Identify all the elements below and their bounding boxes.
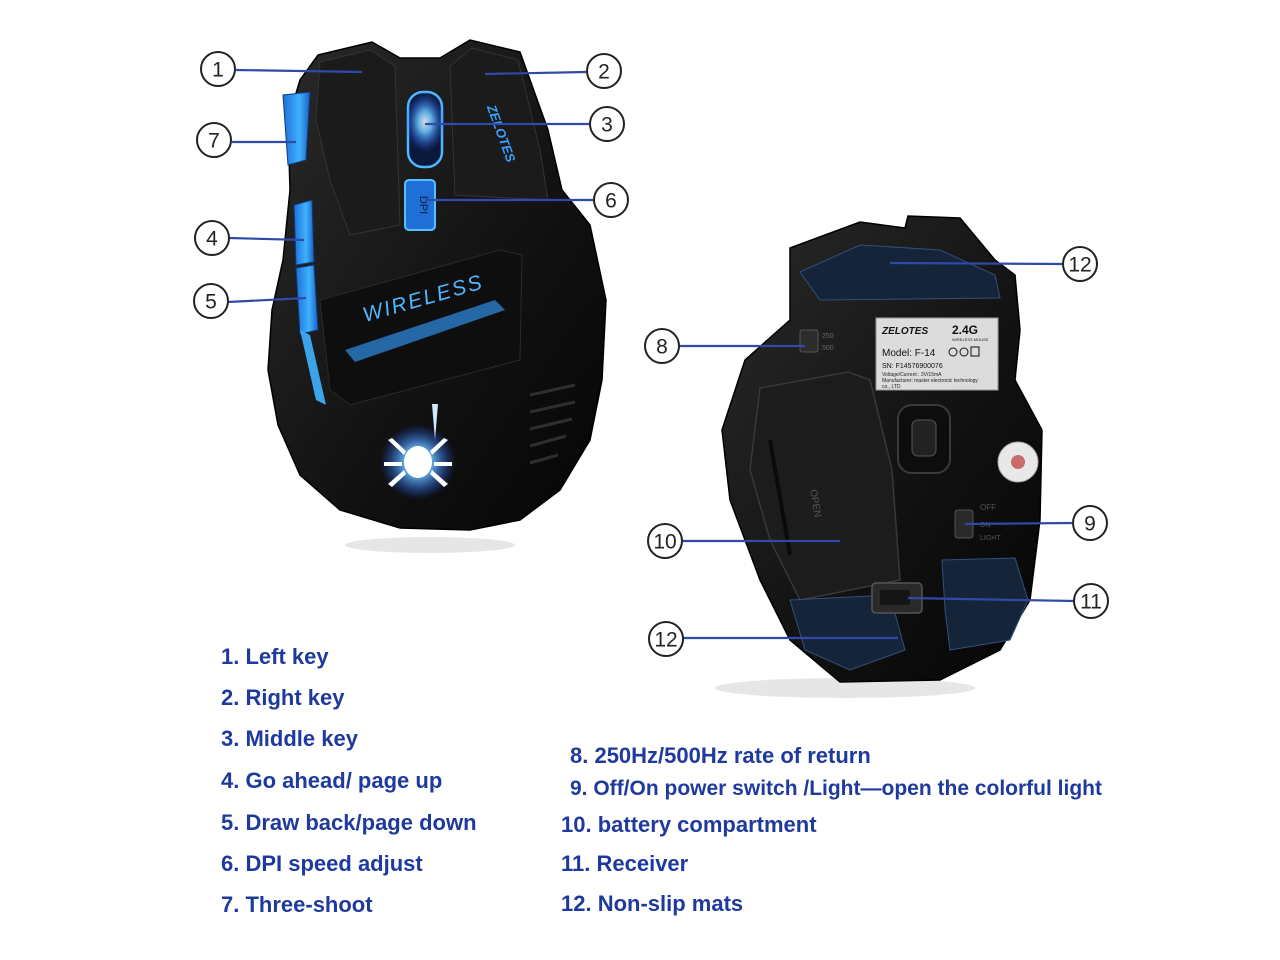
- label-subtitle: WIRELESS MOUSE: [952, 337, 989, 342]
- callout-10-number: 10: [653, 531, 676, 554]
- legend-item-12: 12. Non-slip mats: [561, 891, 744, 916]
- receiver-tab: [880, 590, 910, 605]
- glow-stripe-center: [345, 300, 505, 362]
- callout-12-top: 12: [1062, 246, 1098, 282]
- callout-2-number: 2: [598, 61, 610, 84]
- callout-10: 10: [647, 523, 683, 559]
- back-key[interactable]: [295, 264, 319, 335]
- rate-switch[interactable]: [799, 329, 819, 353]
- label-model: Model: F-14: [882, 348, 936, 359]
- top-mouse-shadow: [345, 537, 515, 553]
- callout-8: 8: [644, 328, 680, 364]
- switch-on-label: ON: [980, 522, 991, 529]
- forward-key[interactable]: [293, 199, 315, 266]
- glow-stripe-left: [300, 330, 326, 405]
- optical-sensor-lens: [911, 419, 937, 457]
- legend-item-11: 11. Receiver: [561, 851, 689, 876]
- label-sn: SN: F14576900076: [882, 363, 943, 370]
- callout-1: 1: [200, 51, 236, 87]
- label-band: 2.4G: [952, 323, 978, 337]
- legend-item-9: 9. Off/On power switch /Light—open the c…: [570, 777, 1102, 800]
- logo-sparkle: [432, 404, 438, 440]
- bottom-mouse-shadow: [715, 678, 975, 698]
- left-key[interactable]: [315, 49, 401, 236]
- three-shoot-key[interactable]: [282, 91, 311, 166]
- legend-item-5: 5. Draw back/page down: [221, 810, 477, 835]
- label-manufacturer-2: co., LTD: [882, 384, 901, 390]
- callout-5-number: 5: [205, 291, 217, 314]
- bottom-right-mouse-pad: [941, 557, 1029, 651]
- callout-8-number: 8: [656, 336, 668, 359]
- callout-12-bottom: 12: [648, 621, 684, 657]
- switch-light-label: LIGHT: [980, 535, 1001, 542]
- legend-item-8: 8. 250Hz/500Hz rate of return: [570, 743, 871, 768]
- bottom-view-mouse: OPEN 250 500 ZELOTES 2.4G WIRELESS MOUSE…: [715, 215, 1043, 698]
- rate-label-500: 500: [822, 345, 834, 352]
- dpi-button-label: DPI: [417, 196, 429, 214]
- label-voltage: Voltage/Current : 3V/15mA: [882, 372, 942, 378]
- callout-3-number: 3: [601, 114, 613, 137]
- battery-cover-slot: [768, 439, 792, 556]
- callout-11: 11: [1073, 583, 1109, 619]
- callout-5: 5: [193, 283, 229, 319]
- callout-1-number: 1: [212, 59, 224, 82]
- dpi-button[interactable]: [404, 179, 436, 231]
- callout-12-bottom-number: 12: [654, 629, 677, 652]
- legend-item-1: 1. Left key: [221, 644, 329, 669]
- legend-item-2: 2. Right key: [221, 685, 345, 710]
- callout-6: 6: [593, 182, 629, 218]
- legend-item-4: 4. Go ahead/ page up: [221, 768, 443, 793]
- legend-item-6: 6. DPI speed adjust: [221, 851, 423, 876]
- rear-grip-ribs: [529, 383, 576, 465]
- callout-7-number: 7: [208, 130, 220, 153]
- spider-icon: [384, 438, 452, 487]
- callout-7: 7: [196, 122, 232, 158]
- rate-label-250: 250: [822, 333, 834, 340]
- legend-item-10: 10. battery compartment: [561, 812, 817, 837]
- top-mouse-pad: [799, 244, 1001, 301]
- top-view-mouse: DPI ZELOTES WIRELESS: [267, 39, 607, 553]
- switch-off-label: OFF: [980, 503, 996, 512]
- legend-item-3: 3. Middle key: [221, 726, 358, 751]
- callout-9: 9: [1072, 505, 1108, 541]
- callout-6-number: 6: [605, 190, 617, 213]
- label-brand: ZELOTES: [881, 326, 928, 337]
- quality-seal-center: [1011, 455, 1025, 469]
- wheel-glow: [405, 92, 445, 152]
- product-label: [875, 317, 999, 391]
- leader-lines: [227, 68, 1075, 640]
- legend-item-7: 7. Three-shoot: [221, 892, 373, 917]
- callout-3: 3: [589, 106, 625, 142]
- callout-4-number: 4: [206, 228, 218, 251]
- label-manufacturer: Manufacturer: master electronic technolo…: [882, 378, 978, 384]
- callout-12-top-number: 12: [1068, 254, 1091, 277]
- callout-2: 2: [586, 53, 622, 89]
- callout-11-number: 11: [1080, 591, 1102, 614]
- callout-4: 4: [194, 220, 230, 256]
- open-text: OPEN: [807, 489, 823, 519]
- callout-9-number: 9: [1084, 513, 1096, 536]
- label-cert-icons: [948, 346, 980, 357]
